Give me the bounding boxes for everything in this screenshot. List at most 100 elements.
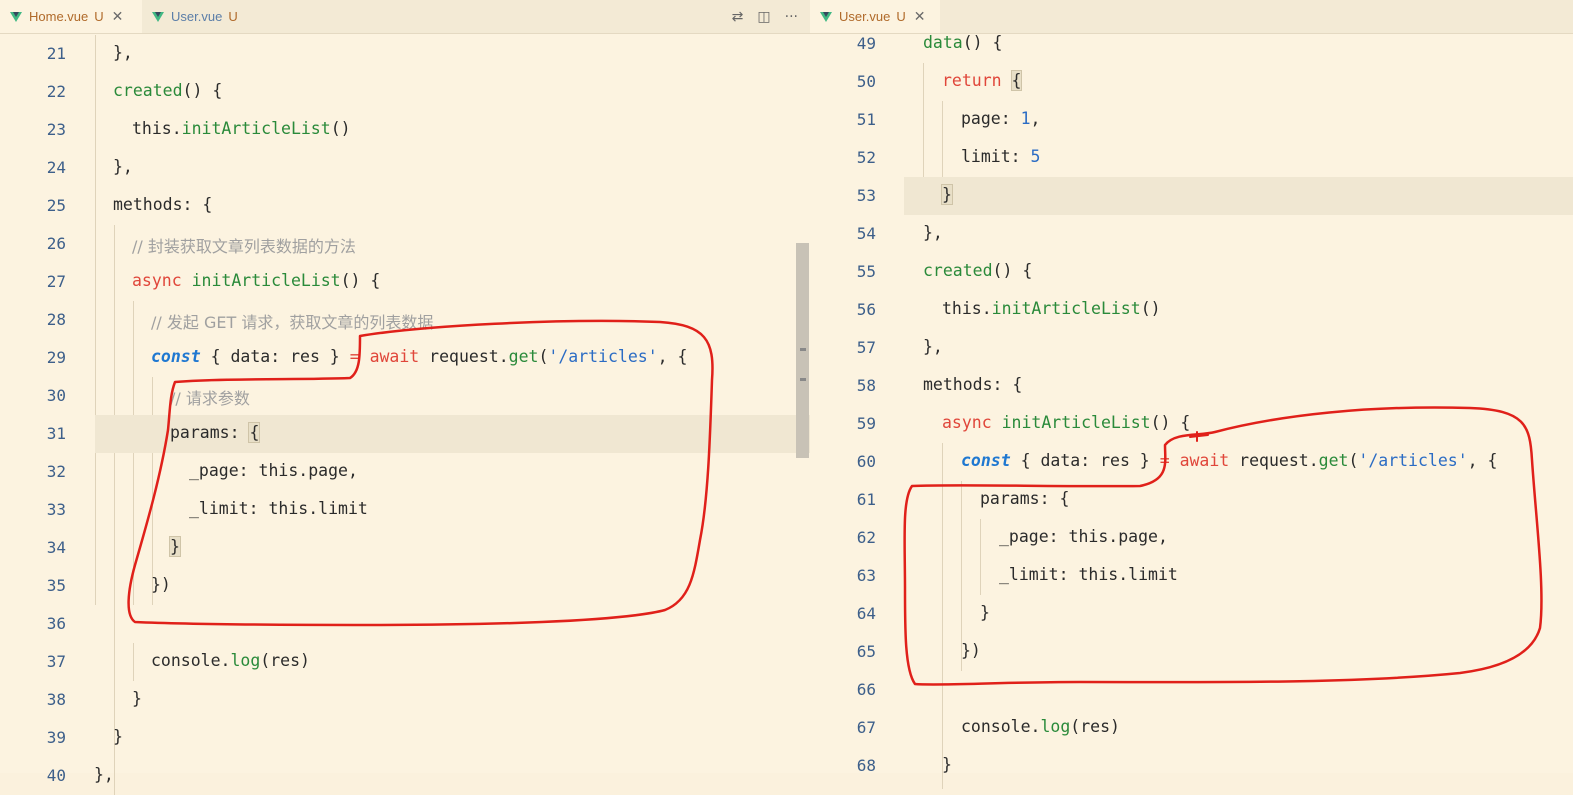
code-token: created: [113, 81, 183, 100]
line-number: 25: [46, 196, 66, 215]
code-token: console.: [961, 717, 1041, 736]
code-line: 36: [0, 605, 810, 643]
code-line: 25 methods: {: [0, 187, 810, 225]
code-line: 39}: [0, 719, 810, 757]
vue-file-icon: [820, 11, 832, 22]
vue-file-icon: [10, 11, 22, 22]
code-line: 38}: [0, 681, 810, 719]
code-line: 33_limit: this.limit: [0, 491, 810, 529]
line-number: 55: [856, 262, 876, 281]
code-token: async: [132, 271, 182, 290]
more-actions-icon[interactable]: ···: [784, 8, 798, 25]
untracked-status: U: [228, 9, 238, 24]
code-line: 68}: [810, 747, 1573, 785]
tab-label: Home.vue: [29, 9, 89, 24]
bracket-match: }: [941, 184, 953, 205]
line-number: 33: [46, 500, 66, 519]
indent-guide: [114, 225, 115, 795]
code-text: _page: this.page,: [999, 527, 1168, 546]
line-number: 49: [856, 34, 876, 53]
code-text: }: [132, 689, 142, 708]
line-number: 56: [856, 300, 876, 319]
code-token: await: [1179, 451, 1230, 470]
code-token: =: [349, 347, 360, 366]
line-number: 60: [856, 452, 876, 471]
code-line: 49 data() {: [810, 25, 1573, 63]
line-number: 67: [856, 718, 876, 737]
line-number: 39: [46, 728, 66, 747]
code-line: 63 _limit: this.limit: [810, 557, 1573, 595]
split-editor-icon[interactable]: ◫: [757, 8, 771, 25]
code-token: initArticleList: [1001, 413, 1151, 432]
editor-actions: ⇄ ◫ ···: [732, 0, 798, 33]
vue-file-icon: [152, 11, 164, 22]
code-token: const: [151, 347, 201, 366]
scrollbar-marker: [800, 348, 806, 351]
line-number: 53: [856, 186, 876, 205]
line-number: 27: [46, 272, 66, 291]
code-token: () {: [992, 261, 1033, 280]
indent-guide: [133, 643, 134, 681]
line-number: 24: [46, 158, 66, 177]
code-line: 66: [810, 671, 1573, 709]
code-text: methods: {: [113, 195, 213, 214]
code-token: data: [923, 33, 963, 52]
code-token: () {: [182, 81, 223, 100]
code-text: }): [151, 575, 171, 594]
line-number: 51: [856, 110, 876, 129]
code-token: params:: [170, 423, 250, 442]
code-token: request.: [1229, 451, 1319, 470]
code-token: async: [942, 413, 992, 432]
code-token: '/articles': [1358, 451, 1468, 470]
code-line: 32_page: this.page,: [0, 453, 810, 491]
line-number: 63: [856, 566, 876, 585]
line-number: 57: [856, 338, 876, 357]
code-line: 21},: [0, 35, 810, 73]
code-text: _limit: this.limit: [999, 565, 1178, 584]
code-token: '/articles': [548, 347, 658, 366]
code-line: 40},: [0, 757, 810, 795]
code-token: (): [330, 119, 351, 138]
code-token: () {: [340, 271, 381, 290]
indent-guide: [942, 101, 943, 177]
code-text: },: [923, 337, 943, 356]
compare-icon[interactable]: ⇄: [731, 8, 744, 25]
tab-user-vue[interactable]: User.vue U ✕: [810, 0, 940, 33]
line-number: 21: [46, 44, 66, 63]
line-number: 26: [46, 234, 66, 253]
code-text: }: [980, 603, 990, 622]
code-token: () {: [962, 33, 1003, 52]
line-number: 23: [46, 120, 66, 139]
code-text: },: [923, 223, 943, 242]
code-comment: // 封装获取文章列表数据的方法: [132, 237, 356, 256]
code-token: , {: [657, 347, 688, 366]
tab-home-vue[interactable]: Home.vue U ✕: [0, 0, 142, 33]
indent-guide: [923, 63, 924, 215]
code-token: request.: [419, 347, 509, 366]
line-number: 30: [46, 386, 66, 405]
line-number: 31: [46, 424, 66, 443]
close-icon[interactable]: ✕: [111, 8, 124, 24]
code-line: 64}: [810, 595, 1573, 633]
right-tab-bar: User.vue U ✕: [810, 0, 1573, 34]
code-token: log: [1040, 717, 1071, 736]
line-number: 29: [46, 348, 66, 367]
code-token: page:: [961, 109, 1021, 128]
close-icon[interactable]: ✕: [913, 8, 926, 24]
code-token: 5: [1030, 147, 1041, 166]
code-token: 1: [1020, 109, 1031, 128]
line-number: 35: [46, 576, 66, 595]
line-number: 32: [46, 462, 66, 481]
tab-user-vue[interactable]: User.vue U: [142, 0, 252, 33]
line-number: 58: [856, 376, 876, 395]
